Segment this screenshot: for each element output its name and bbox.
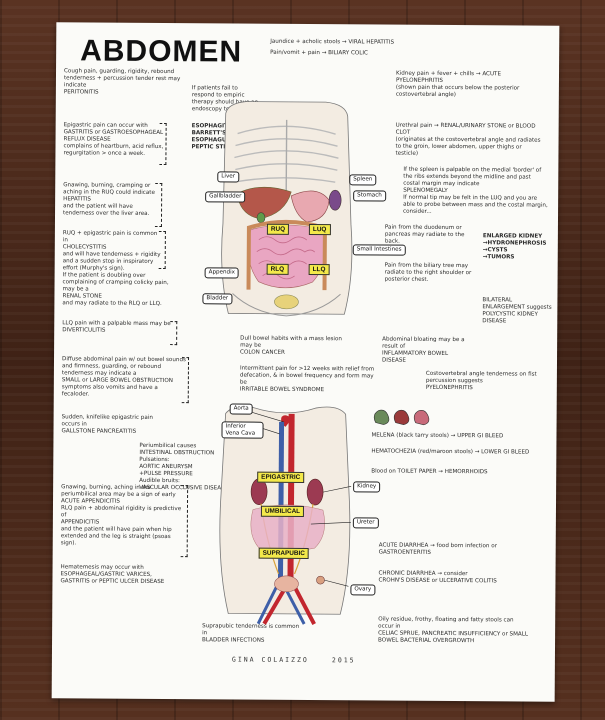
anatomy-poster: ABDOMEN Jaundice + acholic stools → VIRA… <box>51 22 560 702</box>
region-suprapubic: SUPRAPUBIC <box>258 547 309 560</box>
signature-name: GINA COLAIZZO <box>231 655 309 665</box>
label-vena-cava: Inferior Vena Cava <box>221 421 264 439</box>
region-umbilical: UMBILICAL <box>260 505 305 517</box>
stomach-icons <box>373 409 430 426</box>
signature-year: 2015 <box>331 656 356 665</box>
label-ovary: Ovary <box>350 584 376 595</box>
label-kidney: Kidney <box>353 481 381 493</box>
torso-vascular-diagram <box>219 406 352 625</box>
torso-organ-diagram <box>221 101 353 317</box>
label-aorta: Aorta <box>229 403 253 415</box>
region-epigastric: EPIGASTRIC <box>257 471 305 483</box>
label-ureter: Ureter <box>352 517 379 529</box>
